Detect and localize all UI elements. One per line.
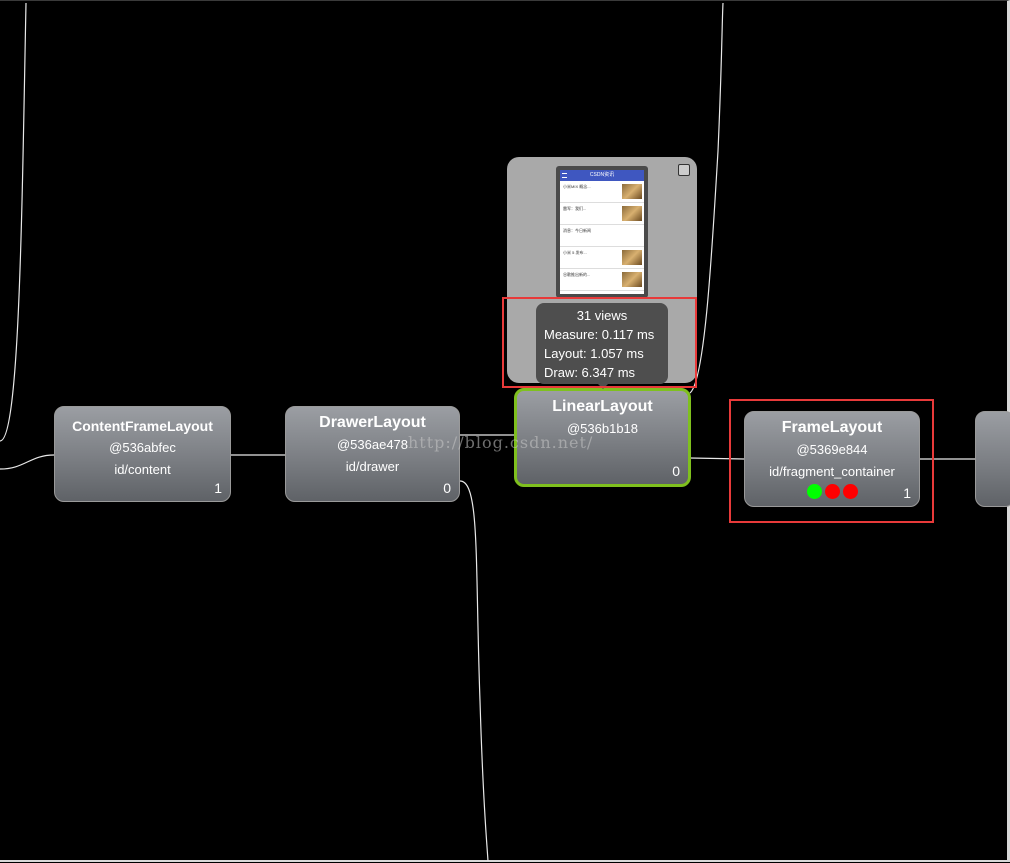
node-child-count: 0 [443,480,451,496]
node-content-frame-layout[interactable]: ContentFrameLayout @536abfec id/content … [54,406,231,502]
perf-draw-dot [842,484,858,499]
close-preview-icon[interactable] [678,164,690,176]
node-child-count: 0 [672,463,680,479]
tooltip-views: 31 views [576,308,628,323]
node-title: LinearLayout [552,398,653,415]
phone-screen: CSDN资讯 小米MIX 概念... 雷军：我们... 消息：今日新闻 小米 5… [560,170,644,294]
perf-indicators [745,484,919,499]
node-frame-layout[interactable]: FrameLayout @5369e844 id/fragment_contai… [744,411,920,507]
perf-measure-dot [806,484,822,499]
node-hash: @536abfec [109,440,176,455]
node-partial-right[interactable] [975,411,1010,507]
list-item: 消息：今日新闻 [560,225,644,247]
node-title: DrawerLayout [319,414,426,431]
perf-layout-dot [824,484,840,499]
tooltip-draw: Draw: 6.347 ms [544,365,636,380]
node-hash: @536ae478 [336,437,409,452]
highlight-box-frame-layout [729,399,934,523]
node-linear-layout[interactable]: LinearLayout @536b1b18 0 [514,388,691,487]
node-child-count: 1 [214,480,222,496]
list-item: 雷军：我们... [560,203,644,225]
menu-icon [562,173,567,178]
node-title: FrameLayout [781,419,883,436]
phone-app-title: CSDN资讯 [589,172,615,178]
node-title: ContentFrameLayout [72,418,213,434]
thumbnail [622,184,642,199]
node-drawer-layout[interactable]: DrawerLayout @536ae478 id/drawer 0 [285,406,460,502]
list-item: 谷歌推出新的... [560,269,644,291]
tooltip-measure: Measure: 0.117 ms [544,327,655,342]
tooltip-layout: Layout: 1.057 ms [544,346,644,361]
list-item: 小米 5 发布... [560,247,644,269]
highlight-box-tooltip [502,297,697,388]
node-child-count: 1 [903,485,911,501]
render-time-tooltip: 31 views Measure: 0.117 ms Layout: 1.057… [536,303,668,389]
node-id: id/fragment_container [769,464,895,479]
thumbnail [622,206,642,221]
watermark: http://blog.csdn.net/ [408,433,594,452]
node-id: id/content [114,462,171,477]
list-item: 小米MIX 概念... [560,181,644,203]
thumbnail [622,272,642,287]
phone-app-bar: CSDN资讯 [560,170,644,181]
node-hash: @536b1b18 [566,421,639,436]
phone-preview: CSDN资讯 小米MIX 概念... 雷军：我们... 消息：今日新闻 小米 5… [556,166,648,298]
node-id: id/drawer [345,459,400,474]
node-hash: @5369e844 [796,442,868,457]
thumbnail [622,250,642,265]
